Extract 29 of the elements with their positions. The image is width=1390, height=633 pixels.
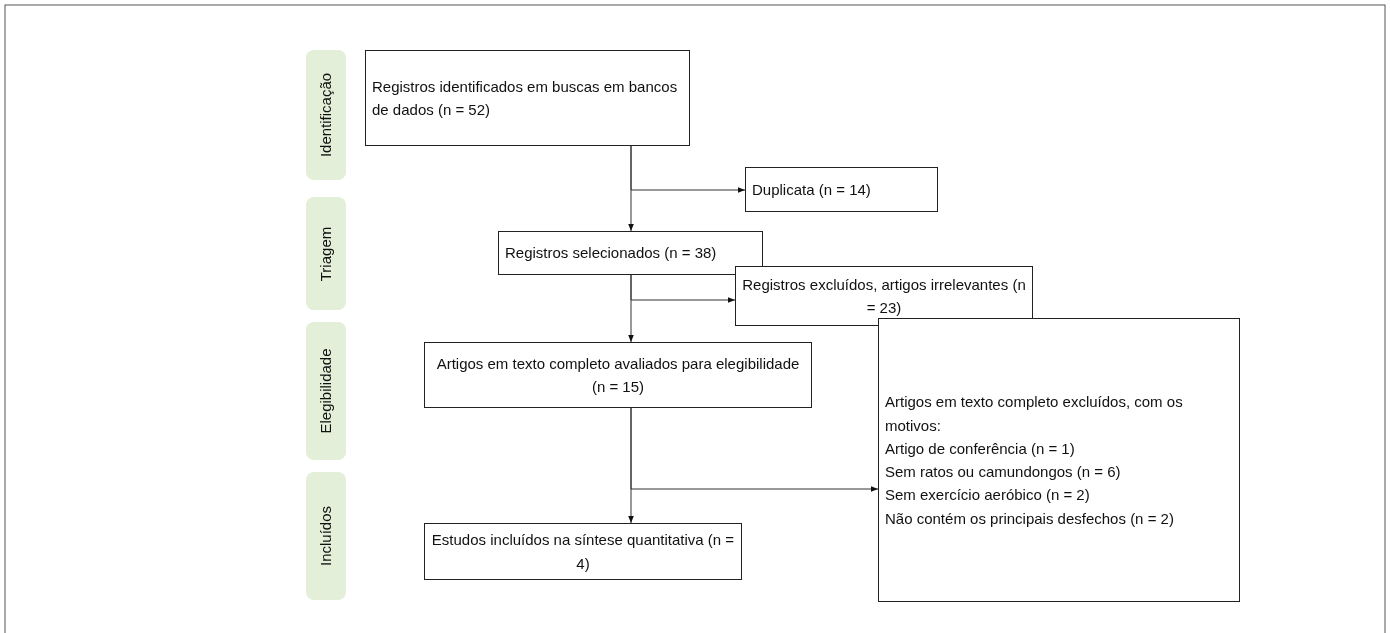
process-box [365,50,690,146]
box-text: Duplicata (n = 14) [752,179,872,200]
box-text: Artigos em texto completo excluídos, com os motivos: [885,392,1184,436]
phase-band [306,50,346,180]
box-text: Artigos em texto completo avaliados para elegibilidade (n = 15) [435,353,801,397]
box-text: Não contém os principais desfechos (n = 2) [885,508,1175,529]
phase-label: Identificação [316,72,336,158]
box-text: Registros selecionados (n = 38) [505,243,718,264]
box-text: Artigo de conferência (n = 1) [885,438,1076,459]
phase-band [306,322,346,460]
process-box [424,342,812,408]
box-text: Estudos incluídos na síntese quantitativa (n = 4) [431,530,735,574]
box-text: Sem exercício aeróbico (n = 2) [885,485,1091,506]
arrow [630,407,879,492]
process-box [498,231,763,275]
phase-band [306,197,346,310]
box-text: Registros excluídos, artigos irrelevantes (n = 23) [742,274,1026,318]
process-box [745,167,938,212]
box-text: Registros identificados em buscas em bancos de dados (n = 52) [372,76,679,120]
phase-label: Triagem [316,226,336,281]
box-text: Sem ratos ou camundongos (n = 6) [885,462,1122,482]
phase-label: Incluídos [316,506,336,566]
process-box [735,266,1033,326]
arrow [630,274,736,303]
phase-band [306,472,346,600]
phase-label: Elegibilidade [316,348,336,434]
process-box [878,318,1240,602]
process-box [424,523,742,580]
arrow [630,145,746,193]
